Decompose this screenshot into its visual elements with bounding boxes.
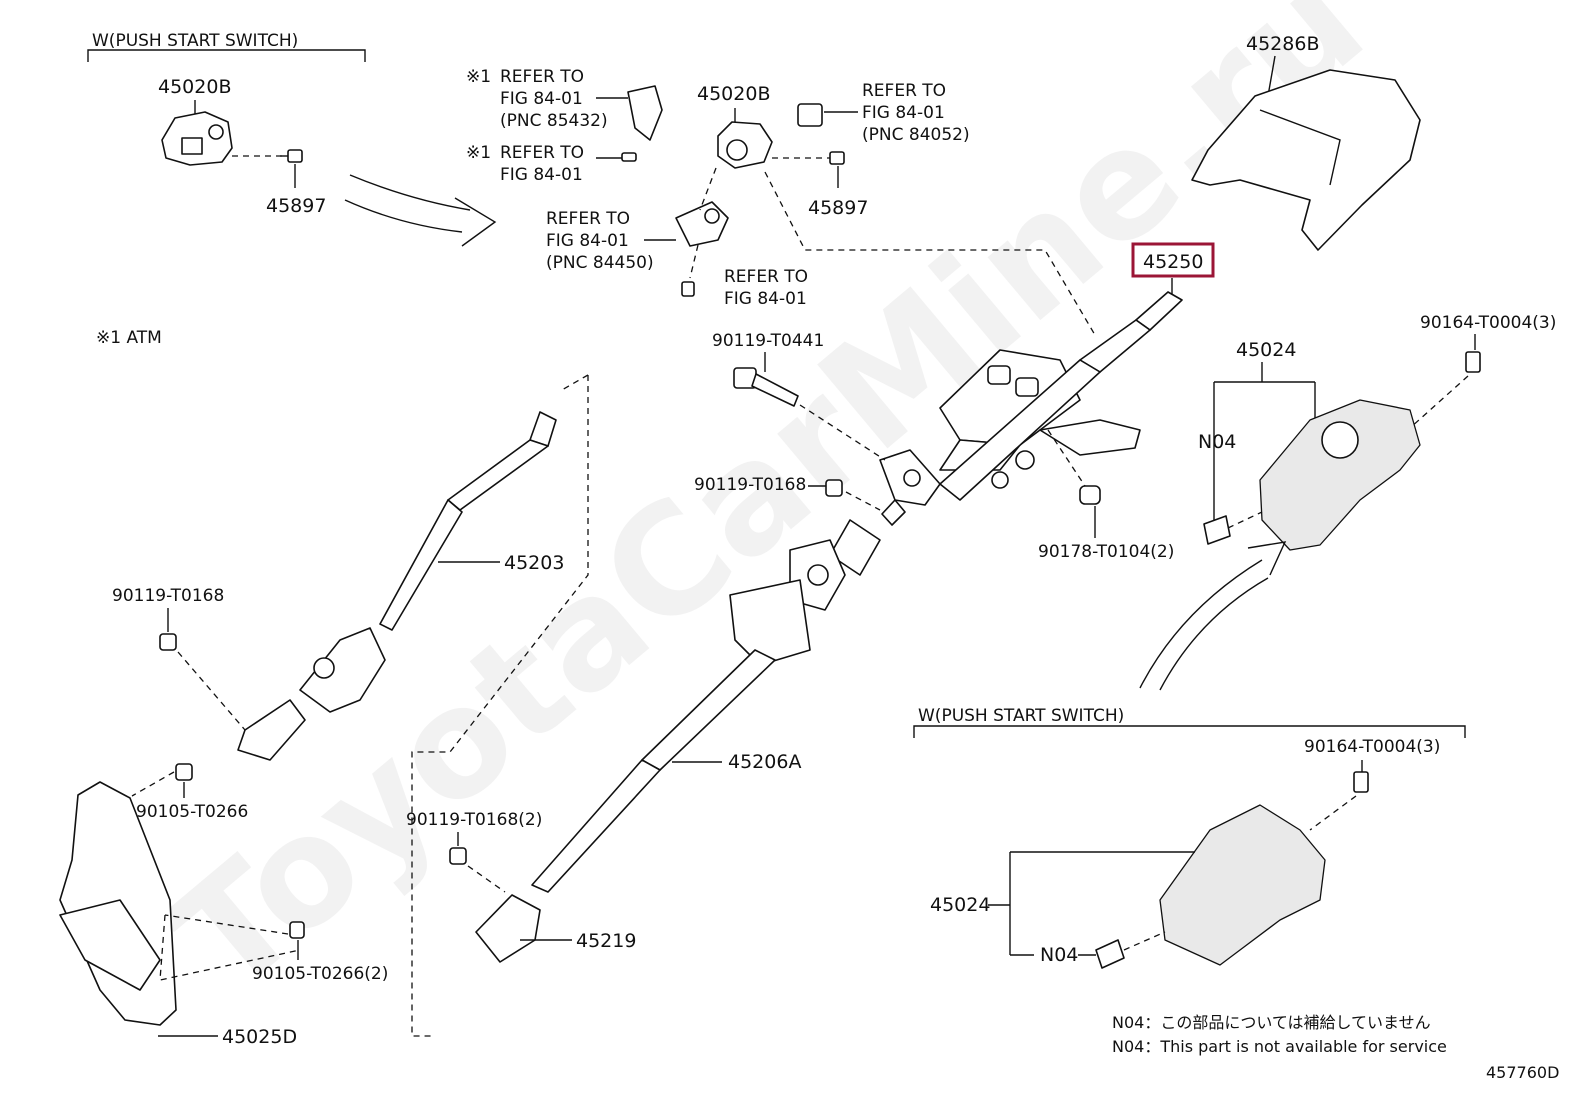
svg-text:※1: ※1 [466,67,491,87]
lower-shaft-45206a[interactable] [531,519,881,893]
part-label-45897-left[interactable]: 45897 [266,195,326,217]
atm-note: ※1 ATM [96,328,162,348]
bolt-90119-t0168-2[interactable] [449,847,467,865]
nut-90178-t0104[interactable] [1079,485,1101,505]
part-label-45020b-center[interactable]: 45020B [697,83,770,105]
switch-45020b-center[interactable] [717,121,773,169]
svg-text:(PNC 84052): (PNC 84052) [862,125,970,145]
part-label-45250[interactable]: 45250 [1143,251,1203,273]
part-label-45024-bottom[interactable]: 45024 [930,894,990,916]
part-label-90119-t0168-center[interactable]: 90119-T0168 [694,475,806,495]
svg-text:FIG 84-01: FIG 84-01 [862,103,945,123]
label-n04-top[interactable]: N04 [1198,431,1236,453]
svg-text:FIG 84-01: FIG 84-01 [500,89,583,109]
cover-45286b[interactable] [1191,69,1421,251]
part-label-45897-center[interactable]: 45897 [808,197,868,219]
svg-text:FIG 84-01: FIG 84-01 [546,231,629,251]
svg-text:(PNC 85432): (PNC 85432) [500,111,608,131]
reference-fig-84-01-a[interactable]: ※1 REFER TO FIG 84-01 [466,143,584,185]
steering-column-45250[interactable] [879,291,1183,526]
note-n04-english: N04：This part is not available for servi… [1112,1037,1447,1056]
bolt-90119-t0168-left[interactable] [159,633,177,651]
label-n04-bottom[interactable]: N04 [1040,944,1078,966]
part-label-45020b-left[interactable]: 45020B [158,76,231,98]
bolt-90119-t0441[interactable] [733,367,799,407]
svg-text:FIG 84-01: FIG 84-01 [724,289,807,309]
part-label-45024-top[interactable]: 45024 [1236,339,1296,361]
label-plate-n04-top [1203,515,1231,545]
part-label-90105-t0266[interactable]: 90105-T0266 [136,802,248,822]
highlight-box-45250 [1131,242,1215,278]
group-label-push-start-top: W(PUSH START SWITCH) [92,31,298,51]
boot-45025d[interactable] [59,781,177,1026]
reference-pnc-85432[interactable]: ※1 REFER TO FIG 84-01 (PNC 85432) [466,67,608,131]
svg-text:REFER TO: REFER TO [724,267,808,287]
part-label-90164-t0004-top[interactable]: 90164-T0004(3) [1420,313,1556,333]
part-label-45286b[interactable]: 45286B [1246,33,1319,55]
part-label-45203[interactable]: 45203 [504,552,564,574]
intermediate-shaft-45203[interactable] [237,411,557,761]
bolt-90105-t0266-2[interactable] [289,921,305,939]
part-label-45206a[interactable]: 45206A [728,751,801,773]
screw-90164-t0004-bottom[interactable] [1353,771,1369,793]
bracket-part[interactable] [675,201,729,247]
part-label-90105-t0266-2[interactable]: 90105-T0266(2) [252,964,388,984]
part-label-90119-t0168-2[interactable]: 90119-T0168(2) [406,810,542,830]
part-label-90178-t0104[interactable]: 90178-T0104(2) [1038,542,1174,562]
cover-45024-bottom[interactable] [1159,804,1326,966]
svg-text:FIG 84-01: FIG 84-01 [500,165,583,185]
sensor-part[interactable] [627,85,663,141]
reference-fig-84-01-b[interactable]: REFER TO FIG 84-01 [724,267,808,309]
svg-text:REFER TO: REFER TO [546,209,630,229]
part-label-90119-t0168-left[interactable]: 90119-T0168 [112,586,224,606]
svg-text:※1: ※1 [466,143,491,163]
svg-text:REFER TO: REFER TO [500,67,584,87]
label-plate-n04-bottom [1095,939,1125,969]
group-push-start-top: W(PUSH START SWITCH) [87,31,366,62]
note-n04-japanese: N04：この部品については補給していません [1112,1013,1431,1032]
part-label-90119-t0441[interactable]: 90119-T0441 [712,331,824,351]
group-label-push-start-bottom: W(PUSH START SWITCH) [918,706,1124,726]
diagram-id: 457760D [1486,1063,1559,1082]
part-label-45025d[interactable]: 45025D [222,1026,297,1048]
svg-text:REFER TO: REFER TO [500,143,584,163]
svg-text:REFER TO: REFER TO [862,81,946,101]
reference-pnc-84450[interactable]: REFER TO FIG 84-01 (PNC 84450) [546,209,654,273]
bolt-90105-t0266[interactable] [175,763,193,781]
switch-45020b-left[interactable] [161,111,233,166]
part-label-45219[interactable]: 45219 [576,930,636,952]
bolt-90119-t0168-center[interactable] [825,479,843,497]
svg-text:(PNC 84450): (PNC 84450) [546,253,654,273]
part-label-90164-t0004-bottom[interactable]: 90164-T0004(3) [1304,737,1440,757]
cover-45024-top[interactable] [1259,399,1421,551]
screw-90164-t0004-top[interactable] [1465,351,1481,373]
joint-45219[interactable] [475,894,541,963]
group-push-start-bottom: W(PUSH START SWITCH) [913,706,1466,738]
reference-pnc-84052[interactable]: REFER TO FIG 84-01 (PNC 84052) [862,81,970,145]
screw-45897-left[interactable] [280,149,303,163]
